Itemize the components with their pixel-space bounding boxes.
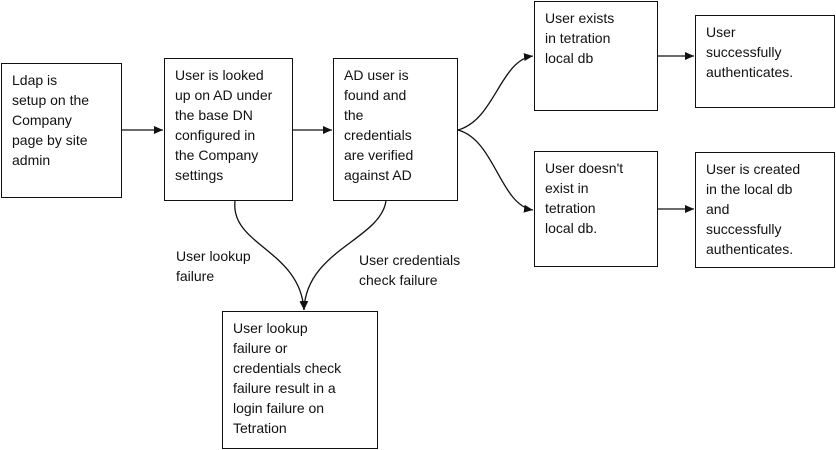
label-credentials-failure: User credentials check failure xyxy=(359,252,461,288)
arrow-credentials-failure xyxy=(300,200,387,311)
node-login-failure: User lookup failure or credentials check… xyxy=(222,311,378,449)
node-user-created: User is created in the local db and succ… xyxy=(695,152,835,268)
node-user-exists: User exists in tetration local db xyxy=(534,1,658,111)
node-ldap-setup: Ldap is setup on the Company page by sit… xyxy=(1,63,122,198)
node-user-lookup: User is looked up on AD under the base D… xyxy=(164,58,293,201)
node-auth-success: User successfully authenticates. xyxy=(695,15,835,108)
arrow-verified-to-exists xyxy=(457,53,534,131)
node-ad-user-verified: AD user is found and the credentials are… xyxy=(333,58,458,201)
label-lookup-failure: User lookup failure xyxy=(176,248,251,284)
node-user-not-exists: User doesn't exist in tetration local db… xyxy=(534,151,658,267)
arrow-lookup-failure xyxy=(234,200,308,311)
arrow-verified-to-not-exists xyxy=(457,129,534,213)
